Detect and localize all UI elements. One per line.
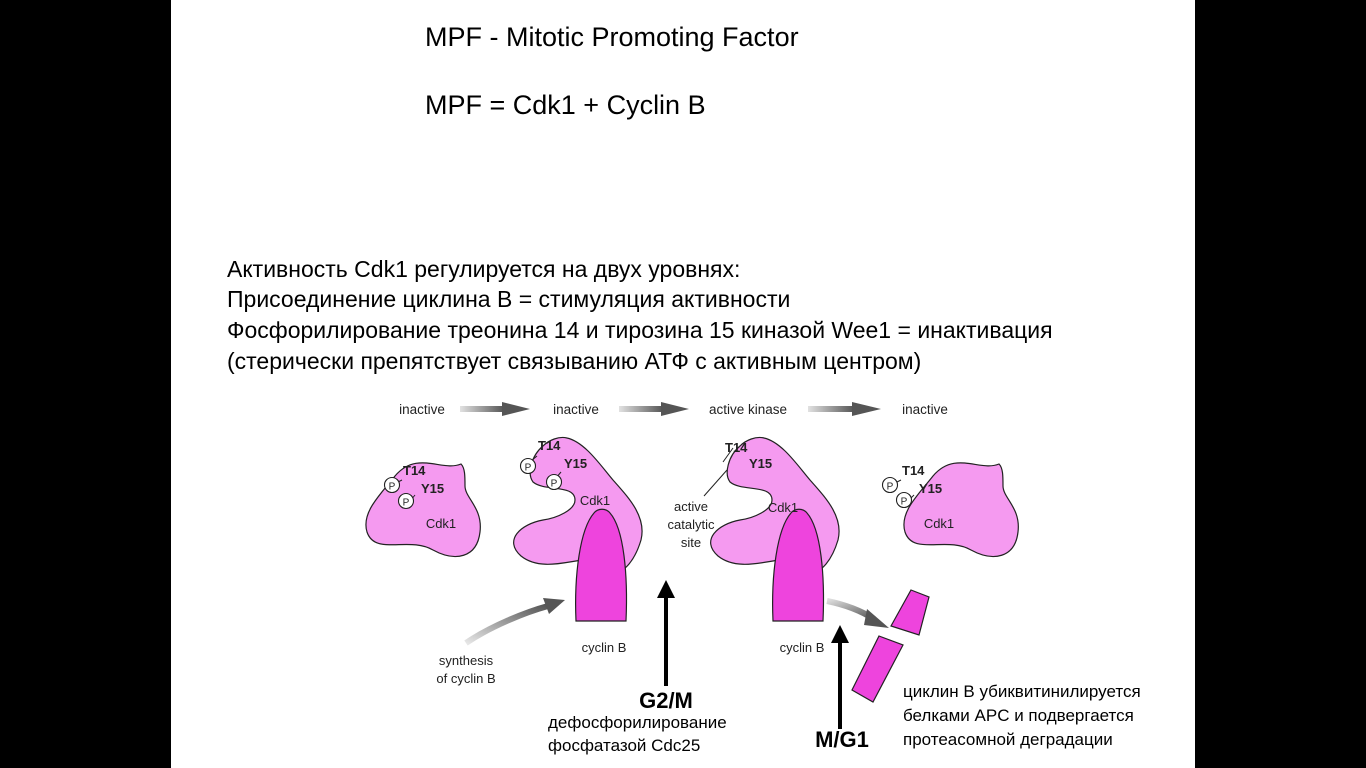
phospho-circle [895, 491, 913, 509]
state-label-2: inactive [553, 402, 599, 417]
slide: MPF - Mitotic Promoting Factor MPF = Cdk… [171, 0, 1195, 768]
complex-3: T14 Y15 Cdk1 cyclin B [710, 436, 840, 655]
y15-label: Y15 [749, 456, 772, 471]
degradation-text: циклин В убиквитинилируется белками APC … [903, 682, 1141, 749]
y15-label: Y15 [564, 456, 587, 471]
state-label-1: inactive [399, 402, 445, 417]
cdk1-label: Cdk1 [580, 493, 610, 508]
state-arrow-3-head [852, 402, 881, 416]
g2m-label: G2/M [639, 688, 693, 713]
site-label-3: site [681, 535, 701, 550]
phospho-label: P [403, 498, 410, 509]
synthesis-arrow-head [543, 598, 565, 614]
phospho-label: P [551, 479, 558, 490]
synthesis-label-1: synthesis [439, 653, 494, 668]
body-line-2: Присоединение циклина В = стимуляция акт… [227, 286, 791, 312]
g2m-desc-2: фосфатазой Cdc25 [548, 736, 700, 755]
body-line-3: Фосфорилирование треонина 14 и тирозина … [227, 317, 1053, 343]
synthesis-annotation: synthesis of cyclin B [436, 598, 565, 686]
y15-label: Y15 [421, 481, 444, 496]
g2m-arrow [664, 596, 668, 686]
cyclin-b-label: cyclin B [780, 640, 825, 655]
state-arrow-2 [619, 406, 663, 412]
complex-1: T14 Y15 P P Cdk1 [365, 462, 481, 558]
cyclin-b-label: cyclin B [582, 640, 627, 655]
site-label-1: active [674, 499, 708, 514]
title-line-2: MPF = Cdk1 + Cyclin B [425, 90, 706, 120]
phospho-circle [397, 492, 415, 510]
degradation-arrow-head [864, 609, 889, 628]
degradation-annotation [826, 589, 930, 703]
phospho-label: P [525, 463, 532, 474]
synthesis-arrow [464, 603, 549, 646]
g2m-desc-1: дефосфорилирование [548, 713, 727, 732]
complex-4: T14 Y15 P P Cdk1 [881, 462, 1019, 558]
synthesis-label-2: of cyclin B [436, 671, 495, 686]
cdk1-label: Cdk1 [924, 516, 954, 531]
phospho-label: P [887, 482, 894, 493]
state-arrow-3 [808, 406, 854, 412]
t14-label: T14 [538, 438, 561, 453]
t14-label: T14 [403, 463, 426, 478]
state-label-4: inactive [902, 402, 948, 417]
catalytic-site-annotation: active catalytic site [668, 447, 750, 550]
cyclin-fragment [851, 635, 904, 703]
cyclin-fragment [890, 589, 930, 636]
cdk1-label: Cdk1 [768, 500, 798, 515]
complex-2: T14 Y15 P P Cdk1 cyclin B [513, 436, 643, 655]
g2m-annotation: G2/M дефосфорилирование фосфатазой Cdc25 [548, 580, 727, 755]
body-line-1: Активность Cdk1 регулируется на двух уро… [227, 256, 741, 282]
t14-label: T14 [725, 440, 748, 455]
t14-label: T14 [902, 463, 925, 478]
phospho-circle [545, 473, 563, 491]
state-row: inactive inactive active kinase inactive [399, 402, 948, 417]
state-arrow-1 [460, 406, 504, 412]
site-label-2: catalytic [668, 517, 715, 532]
title-line-1: MPF - Mitotic Promoting Factor [425, 22, 799, 52]
body-line-4: (стерически препятствует связыванию АТФ … [227, 348, 922, 374]
mg1-label: M/G1 [815, 727, 869, 752]
state-arrow-1-head [502, 402, 530, 416]
phospho-label: P [901, 497, 908, 508]
phospho-label: P [389, 482, 396, 493]
phospho-circle [383, 476, 401, 494]
state-label-3: active kinase [709, 402, 787, 417]
degradation-desc-1: циклин В убиквитинилируется [903, 682, 1141, 701]
degradation-desc-2: белками APC и подвергается [903, 706, 1134, 725]
phospho-circle [881, 476, 899, 494]
phospho-circle [519, 457, 537, 475]
mg1-arrow-head [831, 625, 849, 643]
cdk1-regulation-diagram: inactive inactive active kinase inactive… [365, 402, 1141, 755]
y15-label: Y15 [919, 481, 942, 496]
g2m-arrow-head [657, 580, 675, 598]
mg1-arrow [838, 641, 842, 729]
cdk1-label: Cdk1 [426, 516, 456, 531]
state-arrow-2-head [661, 402, 689, 416]
mg1-annotation: M/G1 [815, 625, 869, 752]
degradation-desc-3: протеасомной деградации [903, 730, 1113, 749]
